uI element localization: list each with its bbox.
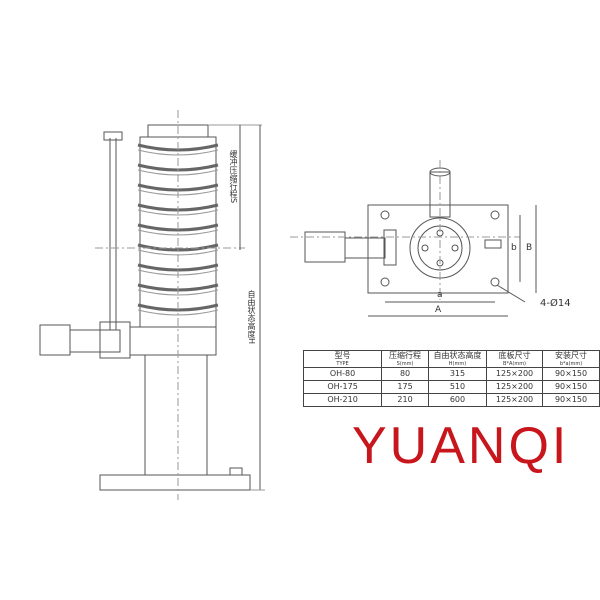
cell: 90×150	[542, 393, 600, 407]
dim-B-label: B	[526, 243, 533, 253]
cell: 90×150	[542, 367, 600, 381]
dim-A-label: A	[435, 305, 442, 315]
watermark: YUANQI	[352, 417, 570, 475]
stroke-s-label: 缓冲压缩行程S	[229, 150, 238, 204]
cell: 210	[381, 393, 430, 407]
cell: 125×200	[485, 393, 544, 407]
cell: 175	[381, 380, 430, 394]
cell: OH-210	[302, 393, 383, 407]
cell: 90×150	[542, 380, 600, 394]
cell: 315	[428, 367, 487, 381]
cell: OH-80	[302, 367, 383, 381]
holes-label: 4-Ø14	[540, 298, 571, 309]
cell: 80	[381, 367, 430, 381]
free-height-h-label: 自由状态高度H	[247, 290, 256, 345]
cell: 125×200	[485, 367, 544, 381]
dim-b-label: b	[511, 243, 517, 253]
buffer-side-view	[39, 110, 265, 500]
cell: 600	[428, 393, 487, 407]
cell: 125×200	[485, 380, 544, 394]
cell: 510	[428, 380, 487, 394]
buffer-top-view	[290, 160, 537, 317]
cell: OH-175	[302, 380, 383, 394]
dim-a-label: a	[437, 290, 443, 300]
